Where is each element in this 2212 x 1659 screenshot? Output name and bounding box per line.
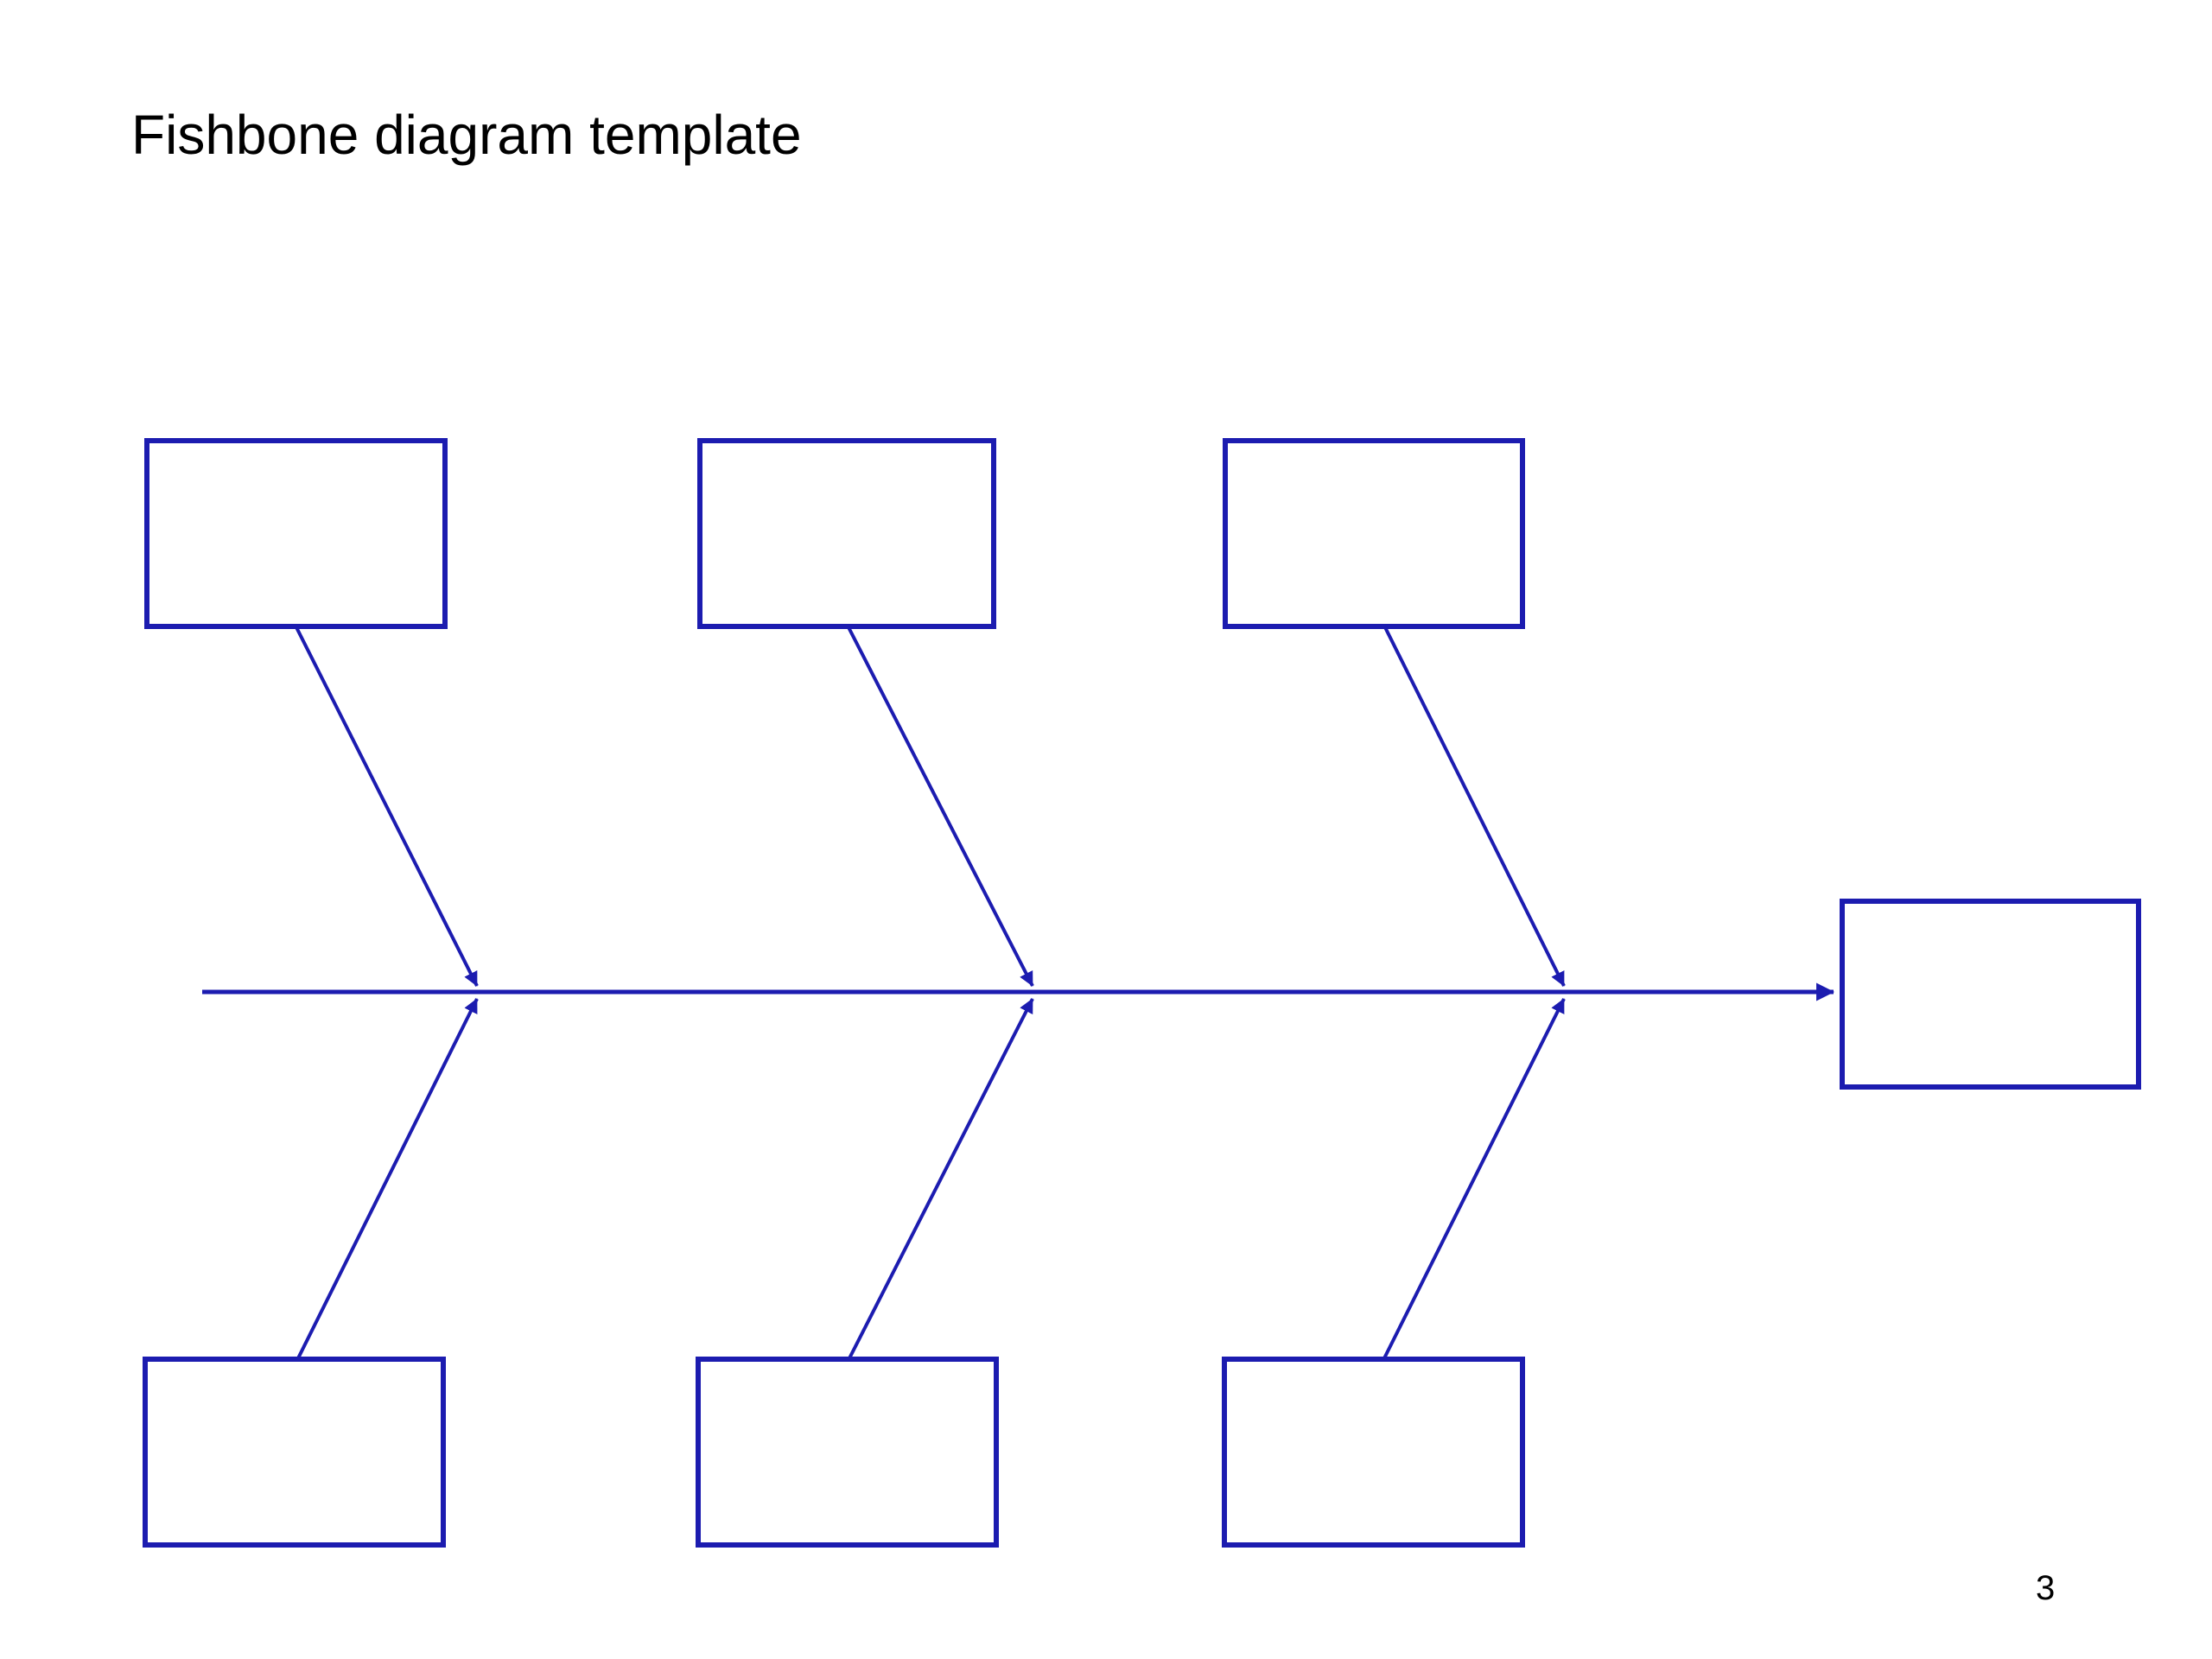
cause-box-bottom-2[interactable]: [696, 1357, 999, 1548]
branch-arrow-top-3: [1383, 626, 1566, 987]
branch-arrow-top-2: [847, 626, 1034, 987]
page-title: Fishbone diagram template: [131, 104, 802, 166]
effect-box[interactable]: [1840, 899, 2141, 1090]
branch-arrow-bottom-1: [296, 998, 479, 1359]
branch-arrow-bottom-3: [1382, 998, 1566, 1359]
cause-box-bottom-3[interactable]: [1222, 1357, 1525, 1548]
cause-box-top-3[interactable]: [1223, 438, 1525, 629]
branch-arrow-bottom-2: [848, 998, 1034, 1359]
cause-box-top-2[interactable]: [697, 438, 996, 629]
branch-arrow-top-1: [295, 626, 479, 987]
page-number: 3: [2036, 1569, 2056, 1607]
cause-box-bottom-1[interactable]: [143, 1357, 446, 1548]
cause-box-top-1[interactable]: [144, 438, 448, 629]
